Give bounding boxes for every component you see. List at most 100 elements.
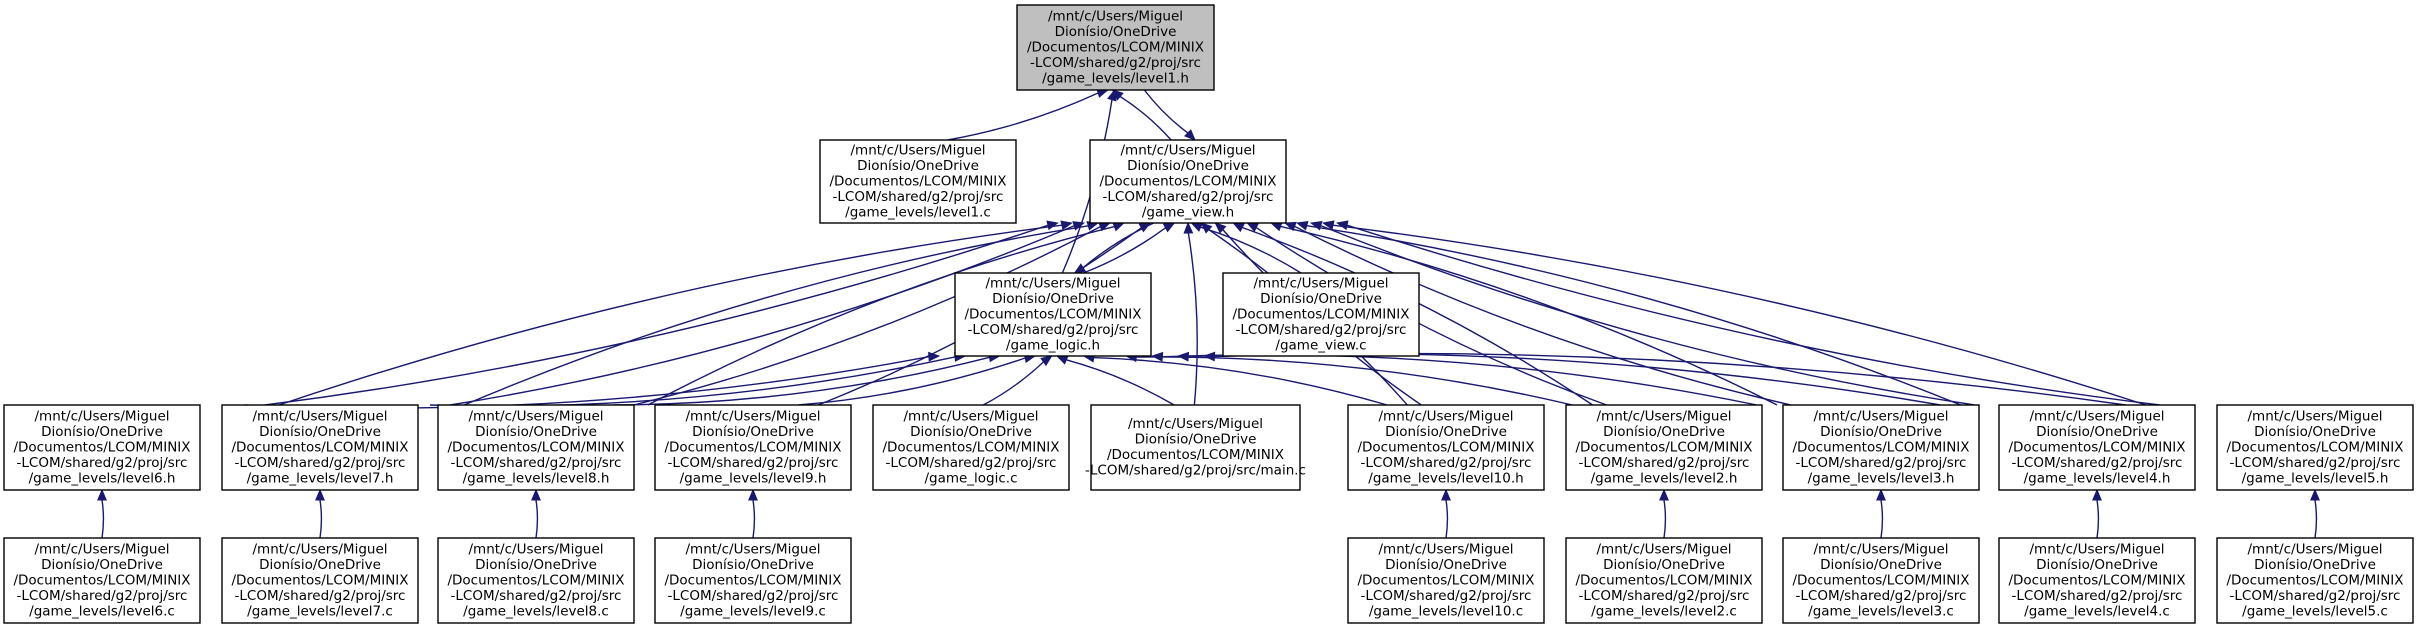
node-box [1222, 272, 1420, 357]
edge-line [752, 499, 756, 539]
node-box [437, 537, 635, 624]
node-label-line: /Documentos/LCOM/MINIX [664, 572, 841, 588]
node-label-line: -LCOM/shared/g2/proj/src [17, 588, 188, 604]
node-level5-h[interactable]: /mnt/c/Users/MiguelDionísio/OneDrive/Doc… [2216, 404, 2414, 491]
node-game-logic-h[interactable]: /mnt/c/Users/MiguelDionísio/OneDrive/Doc… [954, 272, 1152, 357]
node-label-line: -LCOM/shared/g2/proj/src [235, 455, 406, 471]
node-label-line: /Documentos/LCOM/MINIX [1357, 439, 1534, 455]
node-box [437, 404, 635, 491]
arrowhead [97, 488, 107, 501]
node-level2-h[interactable]: /mnt/c/Users/MiguelDionísio/OneDrive/Doc… [1565, 404, 1763, 491]
node-label-line: /mnt/c/Users/Miguel [904, 408, 1039, 424]
node-label-line: /Documentos/LCOM/MINIX [664, 439, 841, 455]
node-label-line: /Documentos/LCOM/MINIX [2226, 439, 2403, 455]
arrowhead [1184, 129, 1196, 141]
node-level10-c[interactable]: /mnt/c/Users/MiguelDionísio/OneDrive/Doc… [1347, 537, 1545, 624]
node-box [1565, 404, 1763, 491]
node-label-line: /mnt/c/Users/Miguel [1597, 408, 1732, 424]
arrowhead [1659, 488, 1669, 501]
edge-level5-c-to-level5-h [2310, 488, 2320, 539]
node-label-line: -LCOM/shared/g2/proj/src [2230, 588, 2401, 604]
arrowhead [928, 351, 941, 362]
node-main-c[interactable]: /mnt/c/Users/MiguelDionísio/OneDrive/Doc… [1085, 404, 1306, 491]
node-label-line: /Documentos/LCOM/MINIX [447, 572, 624, 588]
arrowhead [1112, 222, 1125, 232]
node-game-logic-c[interactable]: /mnt/c/Users/MiguelDionísio/OneDrive/Doc… [872, 404, 1070, 491]
edge-level3-c-to-level3-h [1876, 488, 1886, 539]
node-label-line: /mnt/c/Users/Miguel [2030, 541, 2165, 557]
edge-level4-c-to-level4-h [2092, 488, 2102, 539]
edge-level5-h-to-game-logic-h [1203, 351, 2126, 406]
node-label-line: /Documentos/LCOM/MINIX [1027, 39, 1204, 55]
node-level3-c[interactable]: /mnt/c/Users/MiguelDionísio/OneDrive/Doc… [1782, 537, 1980, 624]
node-level9-c[interactable]: /mnt/c/Users/MiguelDionísio/OneDrive/Doc… [654, 537, 852, 624]
node-box [2216, 404, 2414, 491]
edge-line [264, 224, 1049, 406]
node-level10-h[interactable]: /mnt/c/Users/MiguelDionísio/OneDrive/Doc… [1347, 404, 1545, 491]
edge-line [1136, 356, 1573, 406]
node-label-line: Dionísio/OneDrive [910, 424, 1032, 440]
node-level1-h[interactable]: /mnt/c/Users/MiguelDionísio/OneDrive/Doc… [1016, 4, 1215, 91]
node-label-line: /mnt/c/Users/Miguel [253, 541, 388, 557]
arrowhead [1232, 222, 1245, 233]
node-box [221, 404, 419, 491]
node-level8-c[interactable]: /mnt/c/Users/MiguelDionísio/OneDrive/Doc… [437, 537, 635, 624]
arrowhead [1040, 355, 1053, 367]
node-label-line: Dionísio/OneDrive [475, 557, 597, 573]
edge-line [1200, 226, 1302, 274]
edge-level1-c-to-level1-h [947, 88, 1109, 141]
node-level4-h[interactable]: /mnt/c/Users/MiguelDionísio/OneDrive/Doc… [1998, 404, 2196, 491]
edge-level5-h-to-game-view-h [1335, 220, 2161, 406]
node-level4-c[interactable]: /mnt/c/Users/MiguelDionísio/OneDrive/Doc… [1998, 537, 2196, 624]
arrowhead [1055, 355, 1069, 365]
edge-line [1093, 356, 1388, 406]
node-label-line: /Documentos/LCOM/MINIX [447, 439, 624, 455]
node-level3-h[interactable]: /mnt/c/Users/MiguelDionísio/OneDrive/Doc… [1782, 404, 1980, 491]
edge-line [1242, 226, 1593, 406]
arrowhead [1060, 220, 1073, 231]
node-label-line: Dionísio/OneDrive [259, 424, 381, 440]
node-label-line: /Documentos/LCOM/MINIX [2008, 572, 2185, 588]
node-game-view-c[interactable]: /mnt/c/Users/MiguelDionísio/OneDrive/Doc… [1222, 272, 1420, 357]
node-label-line: /Documentos/LCOM/MINIX [964, 306, 1141, 322]
node-label-line: -LCOM/shared/g2/proj/src [668, 455, 839, 471]
node-level7-h[interactable]: /mnt/c/Users/MiguelDionísio/OneDrive/Doc… [221, 404, 419, 491]
node-label-line: -LCOM/shared/g2/proj/src [833, 189, 1004, 205]
node-box [1782, 404, 1980, 491]
node-game-view-h[interactable]: /mnt/c/Users/MiguelDionísio/OneDrive/Doc… [1089, 139, 1287, 224]
node-level6-h[interactable]: /mnt/c/Users/MiguelDionísio/OneDrive/Doc… [3, 404, 201, 491]
node-level2-c[interactable]: /mnt/c/Users/MiguelDionísio/OneDrive/Doc… [1565, 537, 1763, 624]
node-box [654, 537, 852, 624]
node-label-line: Dionísio/OneDrive [692, 424, 814, 440]
node-box [1090, 404, 1301, 491]
node-label-line: /mnt/c/Users/Miguel [2248, 541, 2383, 557]
edge-level2-c-to-level2-h [1659, 488, 1669, 539]
node-box [221, 537, 419, 624]
node-box [872, 404, 1070, 491]
node-level1-c[interactable]: /mnt/c/Users/MiguelDionísio/OneDrive/Doc… [819, 139, 1017, 224]
edge-level9-c-to-level9-h [748, 488, 758, 539]
node-label-line: /game_levels/level7.h [247, 470, 394, 486]
node-label-line: -LCOM/shared/g2/proj/src [1030, 55, 1201, 71]
node-box [1347, 537, 1545, 624]
node-label-line: /game_view.h [1142, 204, 1234, 220]
node-level7-c[interactable]: /mnt/c/Users/MiguelDionísio/OneDrive/Doc… [221, 537, 419, 624]
edge-line [1663, 499, 1667, 539]
node-box [1998, 404, 2196, 491]
node-label-line: Dionísio/OneDrive [1820, 557, 1942, 573]
edge-line [1119, 95, 1172, 141]
node-label-line: /game_levels/level8.h [463, 470, 610, 486]
arrowhead [1335, 220, 1349, 231]
node-label-line: /mnt/c/Users/Miguel [35, 408, 170, 424]
node-level6-c[interactable]: /mnt/c/Users/MiguelDionísio/OneDrive/Doc… [3, 537, 201, 624]
node-level8-h[interactable]: /mnt/c/Users/MiguelDionísio/OneDrive/Doc… [437, 404, 635, 491]
node-level9-h[interactable]: /mnt/c/Users/MiguelDionísio/OneDrive/Doc… [654, 404, 852, 491]
node-label-line: Dionísio/OneDrive [992, 291, 1114, 307]
node-label-line: /Documentos/LCOM/MINIX [13, 439, 190, 455]
node-label-line: -LCOM/shared/g2/proj/src/main.c [1085, 463, 1306, 479]
node-label-line: Dionísio/OneDrive [2036, 557, 2158, 573]
node-level5-c[interactable]: /mnt/c/Users/MiguelDionísio/OneDrive/Doc… [2216, 537, 2414, 624]
edge-line [947, 92, 1099, 141]
node-label-line: -LCOM/shared/g2/proj/src [2012, 455, 2183, 471]
